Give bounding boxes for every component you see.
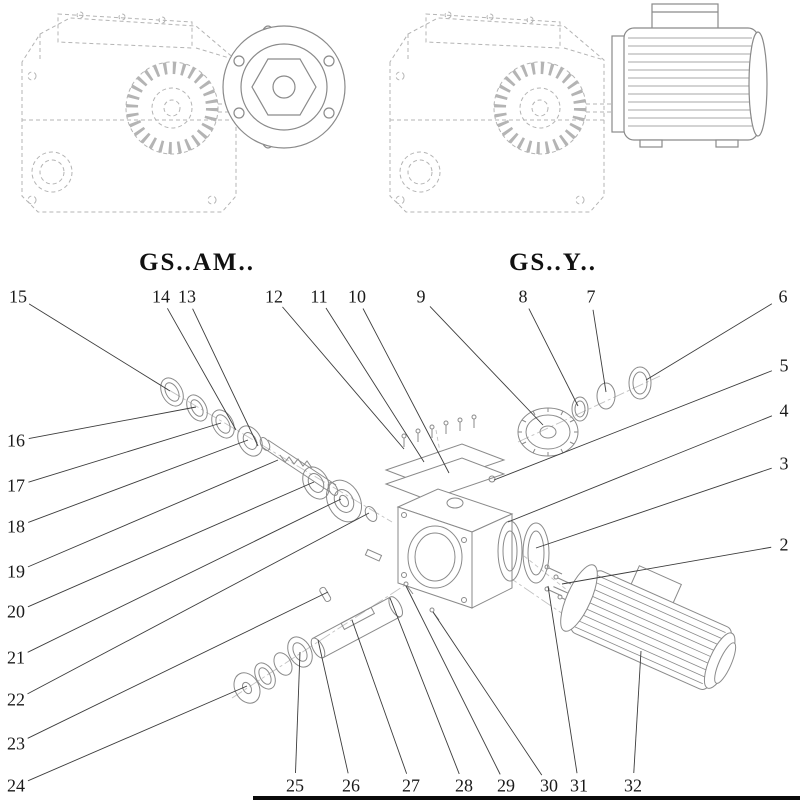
part-callout-16: 16 xyxy=(5,430,27,451)
leader-line-23 xyxy=(27,591,329,739)
leader-line-21 xyxy=(27,498,342,653)
part-callout-14: 14 xyxy=(150,286,172,307)
output-shaft-parts xyxy=(233,548,440,704)
motor-drawing xyxy=(611,3,768,148)
leader-line-16 xyxy=(28,406,197,440)
part-callout-19: 19 xyxy=(5,561,27,582)
leader-line-28 xyxy=(389,597,460,775)
gearbox-y-drawing xyxy=(389,11,618,213)
leader-line-17 xyxy=(28,422,222,483)
part-callout-17: 17 xyxy=(5,475,27,496)
part-callout-3: 3 xyxy=(777,453,791,474)
leader-line-9 xyxy=(429,306,544,426)
gearbox-am-drawing xyxy=(21,11,252,213)
input-shaft-parts xyxy=(160,377,378,523)
leader-line-8 xyxy=(528,308,579,407)
motor-exploded xyxy=(553,564,737,690)
part-callout-25: 25 xyxy=(284,775,306,796)
part-callout-20: 20 xyxy=(5,601,27,622)
leader-line-22 xyxy=(27,512,370,695)
part-callout-30: 30 xyxy=(538,775,560,796)
part-callout-11: 11 xyxy=(308,286,330,307)
leader-line-29 xyxy=(405,585,501,775)
part-callout-28: 28 xyxy=(453,775,475,796)
leader-line-6 xyxy=(645,303,773,381)
leader-line-12 xyxy=(282,306,405,450)
part-callout-18: 18 xyxy=(5,516,27,537)
leader-line-14 xyxy=(166,308,237,431)
leader-line-7 xyxy=(592,309,607,393)
part-callout-8: 8 xyxy=(516,286,530,307)
part-callout-21: 21 xyxy=(5,647,27,668)
housing-parts xyxy=(396,488,550,609)
part-callout-15: 15 xyxy=(7,286,29,307)
leader-line-5 xyxy=(493,370,773,481)
part-callout-7: 7 xyxy=(584,286,598,307)
leader-line-24 xyxy=(27,685,248,782)
leader-line-18 xyxy=(28,439,249,523)
leader-line-26 xyxy=(317,639,349,774)
leader-line-10 xyxy=(362,308,450,474)
part-callout-23: 23 xyxy=(5,733,27,754)
leader-line-31 xyxy=(547,585,578,774)
leader-line-11 xyxy=(325,307,425,463)
part-callout-13: 13 xyxy=(176,286,198,307)
leader-line-27 xyxy=(351,619,408,774)
leader-line-2 xyxy=(561,546,772,585)
part-callout-32: 32 xyxy=(622,775,644,796)
part-callout-5: 5 xyxy=(777,355,791,376)
part-callout-29: 29 xyxy=(495,775,517,796)
leader-line-19 xyxy=(27,459,279,568)
gear-wheel-parts xyxy=(517,366,652,457)
leader-line-32 xyxy=(633,650,642,774)
part-callout-26: 26 xyxy=(340,775,362,796)
part-callout-31: 31 xyxy=(568,775,590,796)
cover-plate-parts xyxy=(384,414,506,501)
bottom-edge-line xyxy=(253,796,800,800)
leader-line-13 xyxy=(192,308,259,447)
model-label-gs-am: GS..AM.. xyxy=(139,249,255,276)
part-callout-10: 10 xyxy=(346,286,368,307)
part-callout-12: 12 xyxy=(263,286,285,307)
part-callout-2: 2 xyxy=(777,534,791,555)
leader-line-3 xyxy=(535,467,772,549)
model-label-gs-y: GS..Y.. xyxy=(508,249,598,276)
part-callout-27: 27 xyxy=(400,775,422,796)
leader-line-20 xyxy=(27,481,315,608)
leader-line-15 xyxy=(28,303,171,392)
leader-line-30 xyxy=(432,611,543,776)
part-callout-22: 22 xyxy=(5,689,27,710)
leader-line-4 xyxy=(507,415,773,523)
part-callout-6: 6 xyxy=(776,286,790,307)
leader-line-25 xyxy=(295,651,301,774)
flange-drawing xyxy=(222,25,346,149)
part-callout-9: 9 xyxy=(414,286,428,307)
callout-leader-lines xyxy=(27,303,773,782)
part-callout-24: 24 xyxy=(5,775,27,796)
part-callout-4: 4 xyxy=(777,400,791,421)
